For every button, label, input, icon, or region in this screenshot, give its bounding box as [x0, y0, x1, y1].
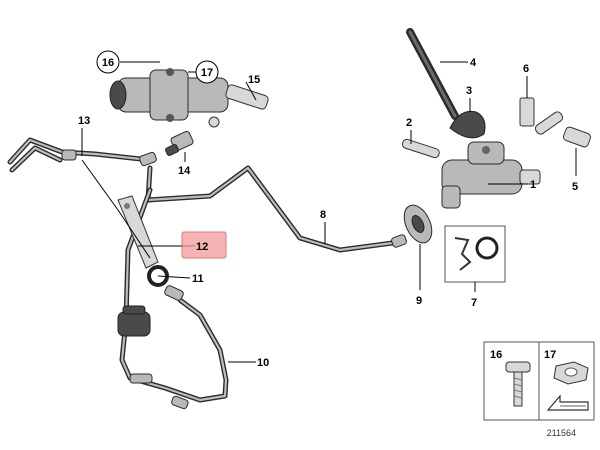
damper-block	[117, 305, 151, 337]
callout-4: 4	[470, 57, 477, 69]
slave-cylinder-15	[109, 68, 269, 128]
boot-3	[449, 110, 486, 139]
legend-label-16: 16	[490, 349, 502, 361]
clevis-6	[519, 97, 564, 135]
callout-7: 7	[471, 297, 477, 309]
callout-2: 2	[406, 117, 412, 129]
callout-12-highlight: 12	[181, 231, 227, 259]
callout-3: 3	[466, 85, 472, 97]
callout-14: 14	[178, 165, 191, 177]
callout-5: 5	[572, 181, 578, 193]
pushrod-4	[406, 28, 459, 120]
callout-15: 15	[248, 74, 260, 86]
callout-9: 9	[416, 295, 422, 307]
callout-8: 8	[320, 209, 326, 221]
pipe-13	[7, 137, 153, 173]
gasket-ring-11	[147, 265, 169, 287]
leader-lines	[81, 61, 577, 363]
master-cylinder-1	[441, 141, 541, 209]
pipe-end-fitting	[61, 149, 157, 167]
legend-label-17: 17	[544, 349, 556, 361]
bushing-5	[563, 126, 591, 148]
hose-fittings	[129, 285, 189, 410]
direction-arrow-icon	[546, 394, 589, 411]
callout-13: 13	[78, 115, 90, 127]
repair-kit-7	[444, 225, 506, 283]
svg-text:16: 16	[102, 57, 114, 69]
callout-17: 17	[195, 60, 219, 84]
damper-9	[391, 204, 433, 248]
callout-10: 10	[257, 357, 269, 369]
diagram-number: 211564	[547, 428, 576, 438]
nut-icon	[553, 361, 589, 385]
callout-12: 12	[196, 241, 208, 253]
svg-text:17: 17	[201, 67, 213, 79]
holder-12	[117, 195, 159, 269]
callout-11: 11	[192, 273, 204, 285]
callout-16: 16	[96, 50, 120, 74]
pin-2	[401, 138, 440, 159]
legend-box: 16 17 211564	[483, 341, 595, 438]
bleed-screw-14	[165, 130, 194, 157]
bolt-icon	[505, 361, 531, 407]
callout-6: 6	[523, 63, 529, 75]
callout-1: 1	[530, 179, 536, 191]
